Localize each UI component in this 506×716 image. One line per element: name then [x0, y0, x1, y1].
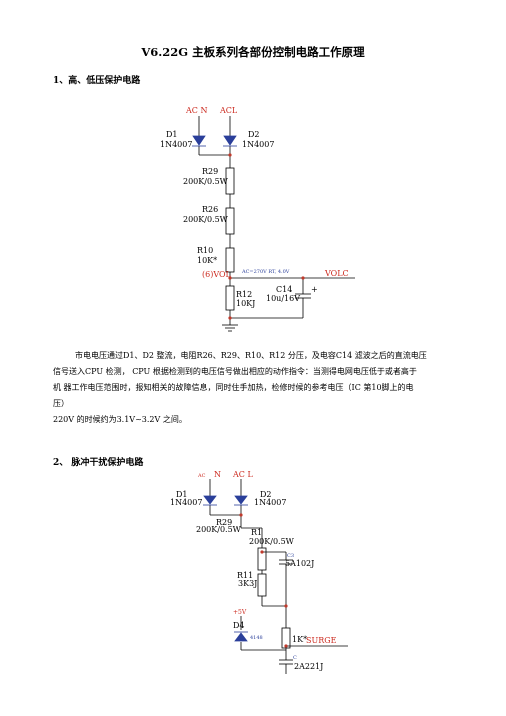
r1k-value: 1K*: [292, 635, 307, 644]
r10-label: R10: [197, 246, 213, 255]
section-heading-2: 2、 脉冲干扰保护电路: [53, 458, 144, 468]
para-line: 信号送入CPU 检测， CPU 根据检测到的电压信号做出相应的动作指令：当测得电…: [53, 367, 417, 376]
d1-part: 1N4007: [160, 140, 192, 149]
para-line: 压）: [53, 399, 69, 408]
r12-value: 10KJ: [236, 299, 255, 308]
r26-value: 200K/0.5W: [183, 215, 229, 224]
c3-label: C3: [287, 553, 294, 559]
surge-label: SURGE: [306, 636, 337, 645]
d2-label-2: D2: [260, 490, 272, 499]
d4-part: 4148: [250, 635, 263, 641]
r12-label: R12: [236, 290, 252, 299]
r29-value-2: 200K/0.5W: [196, 525, 242, 534]
volc-label: VOLC: [324, 269, 349, 278]
r11-label: R11: [237, 571, 253, 580]
d2-part-2: 1N4007: [254, 498, 286, 507]
c14-label: C14: [276, 285, 292, 294]
c14-value: 10u/16V: [266, 294, 300, 303]
d1-part-2: 1N4007: [170, 498, 202, 507]
r29-label: R29: [202, 167, 218, 176]
junction-dot: [239, 513, 243, 517]
n-label: N: [214, 470, 221, 479]
para-line: 220V 的时候约为3.1V~3.2V 之间。: [53, 415, 187, 424]
junction-dot: [228, 276, 232, 280]
acl-label-2: AC L: [232, 470, 253, 479]
c2-label: C: [293, 655, 297, 661]
acl-label: ACL: [219, 106, 238, 115]
v5-label: +5V: [233, 609, 247, 616]
page-title: V6.22G 主板系列各部份控制电路工作原理: [141, 45, 365, 59]
d4-label: D4: [233, 621, 245, 630]
junction-dot: [284, 604, 288, 608]
c14-plus: +: [311, 285, 318, 294]
junction-dot: [228, 316, 232, 320]
voltage-note: AC=270V RT, 4.0V: [241, 269, 290, 275]
para-line: 市电电压通过D1、D2 整流，电阻R26、R29、R10、R12 分压，及电容C…: [75, 351, 427, 360]
junction-dot: [301, 276, 305, 280]
r1-label: R1: [251, 528, 262, 537]
c2-value: 2A221J: [294, 662, 323, 671]
r11-value: 3K3J: [238, 579, 257, 588]
d1-label: D1: [166, 130, 178, 139]
r26-label: R26: [202, 205, 218, 214]
d1-label-2: D1: [176, 490, 188, 499]
d2-label: D2: [248, 130, 260, 139]
r1-value: 200K/0.5W: [249, 537, 295, 546]
vol-label: (6)VOL: [202, 270, 232, 279]
d2-part: 1N4007: [242, 140, 274, 149]
r29-value: 200K/0.5W: [183, 177, 229, 186]
c3-value: 5A102J: [285, 559, 314, 568]
junction-dot: [284, 644, 288, 648]
r29-label-2: R29: [216, 518, 232, 527]
r10-value: 10K*: [197, 256, 217, 265]
ac-label: AC: [197, 473, 206, 479]
description-paragraph: 市电电压通过D1、D2 整流，电阻R26、R29、R10、R12 分压，及电容C…: [53, 348, 463, 428]
para-line: 机 器工作电压范围时，报知相关的故障信息，同时住手加热，检修时候的参考电压（IC…: [53, 383, 414, 392]
junction-dot: [228, 153, 232, 157]
acn-label: AC N: [185, 106, 207, 115]
section-heading-1: 1、高、低压保护电路: [53, 76, 141, 86]
junction-dot: [260, 550, 264, 554]
